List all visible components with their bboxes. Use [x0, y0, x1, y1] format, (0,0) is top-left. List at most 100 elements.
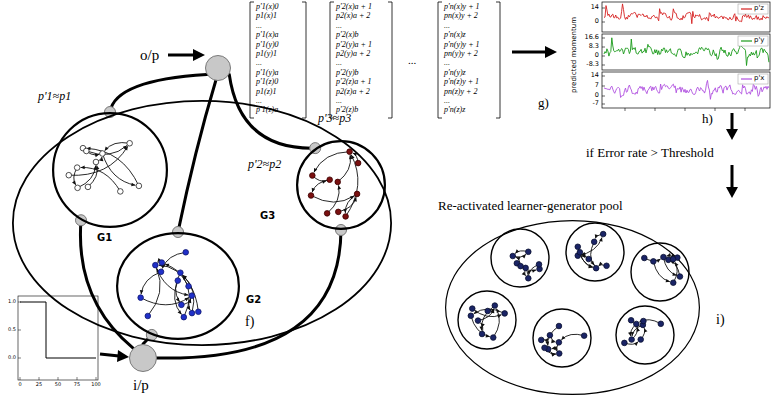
legend-box	[738, 36, 768, 46]
matrix-entry: ...	[444, 59, 450, 68]
network-neuron	[575, 244, 581, 250]
arrow-head	[656, 259, 660, 263]
node-outline	[53, 113, 167, 227]
arrow-head	[599, 237, 602, 241]
panel-letter: g)	[538, 96, 549, 110]
momentum-series	[604, 4, 769, 24]
network-neuron	[468, 313, 474, 319]
generator-circle: G3	[296, 140, 386, 230]
matrix-entry: p'1(y)a	[256, 69, 279, 78]
network-neuron	[604, 263, 610, 269]
matrix-entry: p2(z)a + 2	[336, 88, 370, 97]
matrix-entry: p'n(z)y + 1	[444, 78, 479, 87]
arrow-head	[532, 269, 536, 272]
network-neuron	[586, 256, 592, 262]
network-link	[105, 143, 130, 151]
axis-tick: 0	[595, 52, 599, 59]
network-neuron	[490, 335, 496, 341]
network-link	[102, 154, 135, 186]
input-node: i/p	[129, 344, 157, 372]
node-outline	[52, 112, 168, 228]
matrix-entry: p'1(x)0	[256, 3, 279, 12]
arrow-head	[100, 157, 104, 161]
matrix-entry: ...	[256, 97, 262, 106]
axis-tick: 16.6	[585, 34, 599, 41]
axis-tick: 7	[595, 82, 599, 89]
network-link	[183, 275, 194, 313]
matrix-entry: p'n(z)z	[444, 106, 465, 115]
chart-panel	[602, 34, 770, 70]
legend-box	[738, 4, 768, 14]
output-arrow	[168, 54, 194, 57]
branch-label: p'1≈p1	[38, 90, 71, 103]
network-neuron	[629, 337, 635, 343]
node-outline	[129, 344, 157, 372]
network-neuron	[189, 310, 195, 316]
matrix-entry: ...	[444, 22, 450, 31]
network-link	[311, 195, 354, 202]
chart-panel	[602, 2, 770, 32]
node-outline	[297, 141, 385, 229]
node-outline	[205, 55, 231, 81]
matrix-bracket	[250, 2, 306, 118]
axis-tick: -8.3	[586, 61, 599, 68]
network-link	[578, 237, 602, 255]
node-outline	[12, 100, 392, 346]
network-link	[471, 316, 490, 337]
network-neuron	[308, 193, 314, 199]
node-outline	[446, 221, 700, 395]
matrix-entry: ...	[336, 22, 342, 31]
axis-tick: 14	[591, 72, 599, 79]
axis-tick: 8.3	[589, 43, 599, 50]
matrix-entry: p'n(y)y + 1	[444, 41, 480, 50]
node-outline	[116, 232, 240, 340]
network-link	[481, 306, 494, 331]
network-neuron	[158, 269, 164, 275]
network-neuron	[542, 345, 548, 351]
network-neuron	[178, 270, 184, 276]
learner-pool: Re-activated learner-generator pool	[445, 220, 700, 395]
arrow-head	[312, 188, 315, 192]
learner-circle	[458, 291, 516, 349]
network-neuron	[475, 318, 481, 324]
arrow-head	[551, 340, 555, 344]
network-neuron	[538, 337, 544, 343]
matrix-entry: p1(y)1	[256, 50, 277, 59]
network-neuron	[66, 172, 72, 178]
network-neuron	[138, 295, 144, 301]
network-link	[474, 309, 505, 314]
arrow-head	[552, 353, 556, 357]
matrix-entry: ...	[336, 97, 342, 106]
network-neuron	[85, 184, 91, 190]
connector-line	[178, 81, 216, 232]
arrow-head	[117, 350, 129, 362]
network-neuron	[153, 262, 159, 268]
arrow-head	[595, 234, 598, 238]
network-neuron	[324, 211, 330, 217]
arrow-head	[193, 49, 205, 61]
network-neuron	[485, 308, 491, 314]
network-neuron	[327, 177, 333, 183]
network-neuron	[93, 159, 99, 165]
arrow-head	[527, 271, 531, 275]
network-neuron	[526, 275, 532, 281]
junction-dot	[336, 225, 347, 236]
network-neuron	[75, 185, 81, 191]
axis-tick: 0.0	[8, 355, 16, 361]
flow-arrow	[731, 165, 734, 188]
network-link	[472, 309, 501, 317]
network-neuron	[343, 214, 349, 220]
network-neuron	[118, 189, 124, 195]
plot-frame	[18, 296, 98, 380]
node-label: o/p	[140, 47, 159, 64]
network-neuron	[347, 149, 353, 155]
network-neuron	[634, 321, 640, 327]
network-link	[663, 257, 676, 275]
arrow-head	[338, 185, 342, 189]
arrow-head	[185, 298, 189, 302]
condition-note: if Error rate > Threshold	[586, 146, 714, 160]
legend-text: p'y	[754, 37, 765, 45]
branch-label: p'2≈p2	[248, 158, 281, 171]
arrow-head	[105, 147, 109, 151]
flow-arrow	[731, 113, 734, 130]
